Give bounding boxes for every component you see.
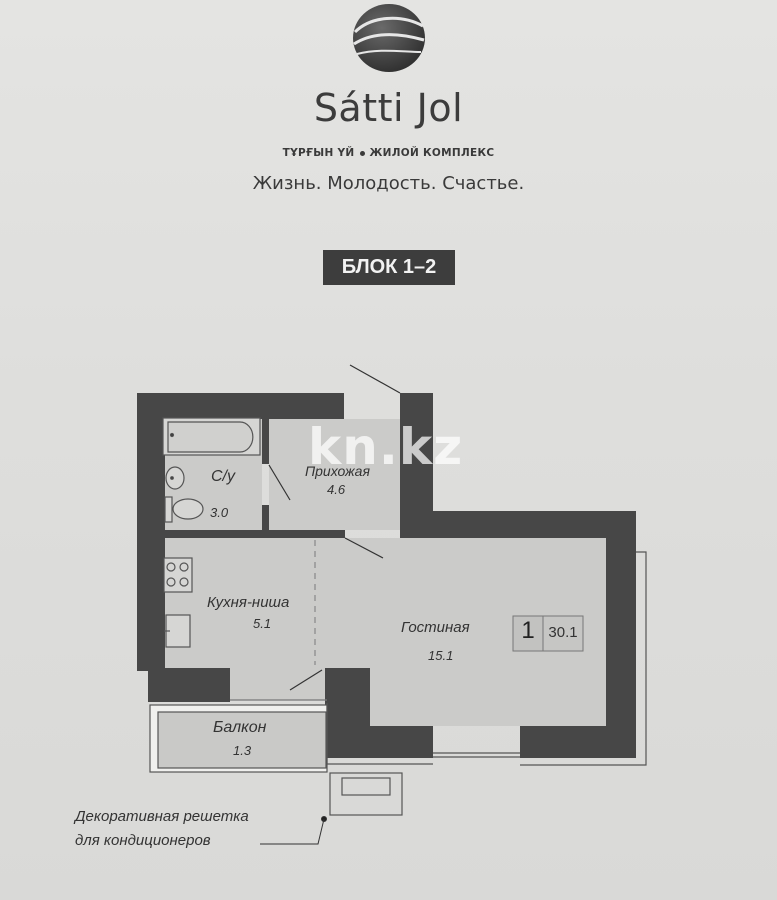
stove-icon [163,557,193,593]
room-hallway-name: Прихожая [305,463,370,479]
annotation-leader [260,816,327,845]
ac-grille-icon [329,772,403,816]
globe-logo-icon [353,4,425,72]
sink-icon [165,466,185,490]
room-balcony-area: 1.3 [233,743,252,758]
bullet-dot [359,150,365,156]
subtitle-kz: ТҰРҒЫН ҮЙ [282,147,355,159]
kitchen-sink-icon [164,614,191,648]
toilet-icon [164,496,204,523]
annotation-line2: для кондиционеров [75,832,211,849]
room-living-area: 15.1 [428,648,454,663]
balcony [149,699,328,773]
apartment-total-area: 30.1 [548,624,578,641]
apartment-badge [512,615,584,652]
room-bathroom-area: 3.0 [210,505,229,520]
room-kitchen-area: 5.1 [253,616,272,631]
room-bathroom-name: С/у [211,468,235,485]
room-hallway-area: 4.6 [327,482,346,497]
watermark: kn.kz [308,418,464,476]
window-frames [326,551,647,766]
brand-subtitle: ТҰРҒЫН ҮЙ ЖИЛОЙ КОМПЛЕКС [0,147,777,159]
bathtub-icon [162,417,261,456]
brand-name: Sátti Jol [313,86,464,130]
annotation-line1: Декоративная решетка [75,808,249,825]
walls [137,393,636,758]
slogan: Жизнь. Молодость. Счастье. [252,173,525,194]
room-living-name: Гостиная [401,619,470,636]
block-badge: БЛОК 1–2 [323,250,455,285]
apartment-room-count: 1 [521,617,535,644]
door-swings [268,364,401,691]
subtitle-ru: ЖИЛОЙ КОМПЛЕКС [369,147,495,159]
room-kitchen-name: Кухня-ниша [207,594,290,611]
room-balcony-name: Балкон [213,719,267,736]
